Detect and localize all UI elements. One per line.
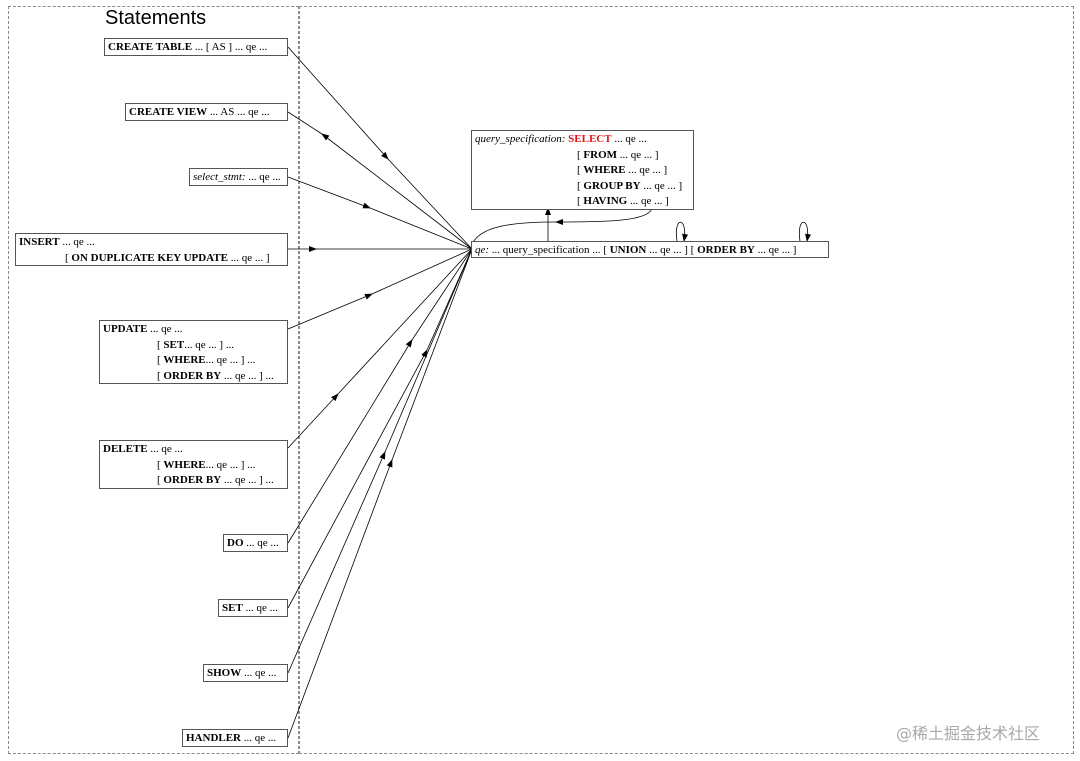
edge-select-stmt <box>287 176 473 250</box>
statement-create-table: CREATE TABLE ... [ AS ] ... qe ... <box>104 38 288 56</box>
statement-select-stmt: select_stmt: ... qe ... <box>189 168 288 186</box>
statement-do: DO ... qe ... <box>223 534 288 552</box>
statement-show: SHOW ... qe ... <box>203 664 288 682</box>
panel-title: Statements <box>105 7 207 29</box>
statement-delete: DELETE ... qe ... [ WHERE... qe ... ] ..… <box>99 440 288 489</box>
statement-update: UPDATE ... qe ... [ SET... qe ... ] ... … <box>99 320 288 384</box>
select-keyword: SELECT <box>568 133 612 145</box>
statement-handler: HANDLER ... qe ... <box>182 729 288 747</box>
edge-orderby-loop <box>798 222 812 242</box>
edge-delete <box>287 248 473 449</box>
query-expression-panel <box>299 6 1074 754</box>
edge-qe-entry-curve <box>471 221 557 245</box>
statement-create-view: CREATE VIEW ... AS ... qe ... <box>125 103 288 121</box>
edge-create-table <box>287 46 473 250</box>
statements-panel <box>8 6 299 754</box>
edge-show <box>287 248 473 674</box>
query-specification-box: query_specification: SELECT ... qe ... [… <box>471 130 694 210</box>
statement-set: SET ... qe ... <box>218 599 288 617</box>
edge-do <box>287 248 473 544</box>
edge-handler <box>287 248 473 739</box>
edge-queryspec-to-qe <box>555 206 653 225</box>
edge-update <box>287 248 473 330</box>
edge-create-view <box>287 111 473 250</box>
statement-insert: INSERT ... qe ... [ ON DUPLICATE KEY UPD… <box>15 233 288 266</box>
edge-union-loop <box>675 222 689 242</box>
edge-set <box>287 248 473 609</box>
watermark: @稀土掘金技术社区 <box>896 724 1041 743</box>
qe-box: qe: ... query_specification ... [ UNION … <box>471 241 829 258</box>
